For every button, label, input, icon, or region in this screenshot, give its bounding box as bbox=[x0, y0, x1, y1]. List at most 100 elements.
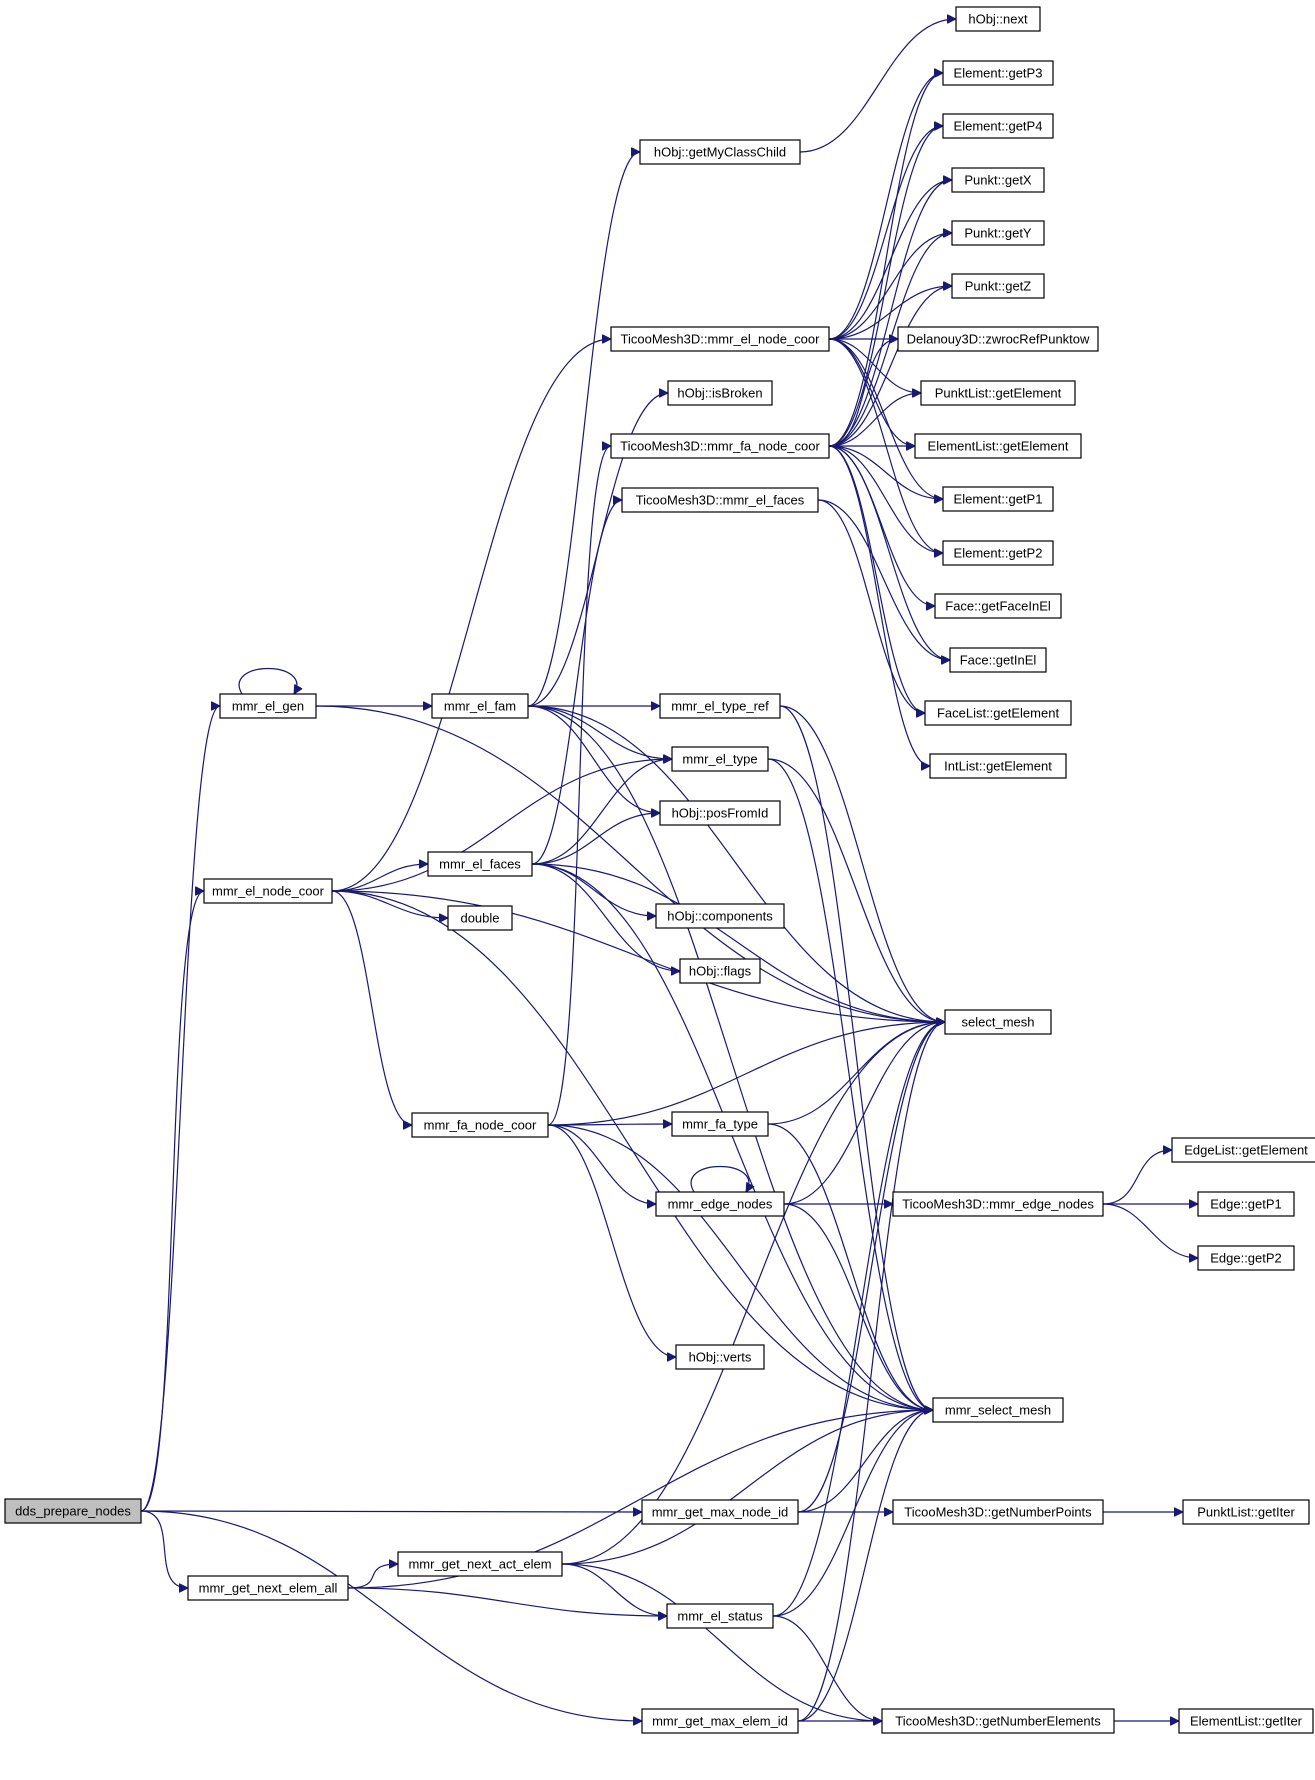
function-node-edge-getp2[interactable]: Edge::getP2 bbox=[1197, 1245, 1295, 1271]
function-node-label: Face::getInEl bbox=[960, 653, 1037, 668]
function-node-label: mmr_fa_type bbox=[682, 1117, 758, 1132]
function-node-face-getfaceinel[interactable]: Face::getFaceInEl bbox=[934, 593, 1062, 619]
call-edge-mmr-fa-type-to-mmr-select-mesh bbox=[767, 1123, 933, 1410]
function-node-mmr-el-status[interactable]: mmr_el_status bbox=[666, 1603, 774, 1629]
function-node-box bbox=[942, 113, 1054, 139]
function-node-face-getinel[interactable]: Face::getInEl bbox=[949, 647, 1047, 673]
function-node-label: mmr_el_node_coor bbox=[212, 884, 325, 899]
function-node-label: ElementList::getElement bbox=[928, 439, 1069, 454]
call-edge-mmr-el-node-coor-to-t-mmr-el-node-coor bbox=[331, 339, 611, 892]
function-node-element-getp1[interactable]: Element::getP1 bbox=[942, 486, 1054, 512]
function-node-label: Edge::getP1 bbox=[1210, 1197, 1282, 1212]
function-node-double[interactable]: double bbox=[447, 905, 513, 931]
function-node-facelist-getelement[interactable]: FaceList::getElement bbox=[924, 700, 1072, 726]
call-edge-t-mmr-el-node-coor-to-element-getp4 bbox=[828, 126, 943, 340]
function-node-mmr-el-faces[interactable]: mmr_el_faces bbox=[427, 851, 533, 877]
call-edge-mmr-el-type-to-select-mesh bbox=[767, 758, 945, 1022]
call-edge-mmr-el-gen-to-mmr-el-gen bbox=[238, 667, 297, 695]
call-edge-t-mmr-edge-nodes-to-edgelist-getelement bbox=[1102, 1150, 1172, 1205]
function-node-box bbox=[641, 1499, 799, 1525]
function-node-mmr-select-mesh[interactable]: mmr_select_mesh bbox=[932, 1397, 1064, 1423]
function-node-hobj-next[interactable]: hObj::next bbox=[955, 6, 1041, 32]
function-node-dds-prepare-nodes[interactable]: dds_prepare_nodes bbox=[4, 1498, 142, 1524]
function-node-box bbox=[667, 380, 773, 406]
function-node-label: mmr_el_fam bbox=[444, 699, 516, 714]
call-edge-mmr-el-node-coor-to-mmr-el-faces bbox=[331, 864, 428, 892]
function-node-mmr-get-max-elem-id[interactable]: mmr_get_max_elem_id bbox=[641, 1708, 799, 1734]
function-node-element-getp3[interactable]: Element::getP3 bbox=[942, 60, 1054, 86]
function-node-t-mmr-el-faces[interactable]: TicooMesh3D::mmr_el_faces bbox=[621, 487, 819, 513]
function-node-box bbox=[219, 693, 317, 719]
function-node-mmr-get-max-node-id[interactable]: mmr_get_max_node_id bbox=[641, 1499, 799, 1525]
function-node-hobj-getmyclasschild[interactable]: hObj::getMyClassChild bbox=[639, 139, 801, 165]
call-edge-mmr-el-node-coor-to-mmr-el-type bbox=[331, 759, 672, 892]
call-edge-mmr-get-max-elem-id-to-mmr-select-mesh bbox=[797, 1410, 933, 1722]
function-node-box bbox=[942, 486, 1054, 512]
function-node-hobj-isbroken[interactable]: hObj::isBroken bbox=[667, 380, 773, 406]
function-node-mmr-edge-nodes[interactable]: mmr_edge_nodes bbox=[655, 1191, 785, 1217]
function-node-hobj-flags[interactable]: hObj::flags bbox=[679, 958, 761, 984]
function-node-mmr-el-type-ref[interactable]: mmr_el_type_ref bbox=[659, 693, 781, 719]
function-node-label: hObj::isBroken bbox=[677, 386, 762, 401]
function-node-mmr-el-fam[interactable]: mmr_el_fam bbox=[431, 693, 529, 719]
call-edge-mmr-el-faces-to-hobj-components bbox=[531, 863, 656, 916]
function-node-box bbox=[641, 1708, 799, 1734]
function-node-mmr-el-node-coor[interactable]: mmr_el_node_coor bbox=[203, 878, 333, 904]
function-node-label: hObj::next bbox=[968, 12, 1028, 27]
call-edge-mmr-get-max-elem-id-to-select-mesh bbox=[797, 1022, 945, 1722]
function-node-box bbox=[679, 958, 761, 984]
function-node-box bbox=[621, 487, 819, 513]
function-node-mmr-get-next-elem-all[interactable]: mmr_get_next_elem_all bbox=[187, 1575, 349, 1601]
function-node-select-mesh[interactable]: select_mesh bbox=[944, 1009, 1052, 1035]
function-node-delanouy3d-zwrocrefpunktow[interactable]: Delanouy3D::zwrocRefPunktow bbox=[897, 326, 1099, 352]
function-node-label: Face::getFaceInEl bbox=[945, 599, 1051, 614]
call-edge-mmr-get-next-act-elem-to-select-mesh bbox=[561, 1022, 945, 1565]
call-edge-t-mmr-el-faces-to-face-getinel bbox=[817, 499, 950, 660]
function-node-mmr-fa-type[interactable]: mmr_fa_type bbox=[671, 1111, 769, 1137]
function-node-punktlist-getiter[interactable]: PunktList::getIter bbox=[1182, 1499, 1310, 1525]
function-node-label: mmr_edge_nodes bbox=[668, 1197, 773, 1212]
function-node-t-mmr-fa-node-coor[interactable]: TicooMesh3D::mmr_fa_node_coor bbox=[610, 433, 830, 459]
function-node-hobj-posfromid[interactable]: hObj::posFromId bbox=[659, 800, 781, 826]
function-node-punkt-getx[interactable]: Punkt::getX bbox=[951, 167, 1045, 193]
function-node-element-getp2[interactable]: Element::getP2 bbox=[942, 540, 1054, 566]
function-node-mmr-el-gen[interactable]: mmr_el_gen bbox=[219, 693, 317, 719]
function-node-punkt-gety[interactable]: Punkt::getY bbox=[951, 220, 1045, 246]
function-node-hobj-components[interactable]: hObj::components bbox=[655, 903, 785, 929]
function-node-box bbox=[427, 851, 533, 877]
function-node-hobj-verts[interactable]: hObj::verts bbox=[675, 1344, 765, 1370]
function-node-t-mmr-el-node-coor[interactable]: TicooMesh3D::mmr_el_node_coor bbox=[610, 326, 830, 352]
function-node-punktlist-getelement[interactable]: PunktList::getElement bbox=[920, 380, 1076, 406]
call-edge-mmr-el-faces-to-mmr-el-type bbox=[531, 759, 672, 865]
function-node-box bbox=[951, 167, 1045, 193]
function-node-box bbox=[1197, 1191, 1295, 1217]
function-node-elementlist-getiter[interactable]: ElementList::getIter bbox=[1178, 1708, 1314, 1734]
function-node-edge-getp1[interactable]: Edge::getP1 bbox=[1197, 1191, 1295, 1217]
function-node-label: mmr_el_type_ref bbox=[671, 699, 769, 714]
call-edge-mmr-edge-nodes-to-select-mesh bbox=[783, 1022, 945, 1205]
function-node-punkt-getz[interactable]: Punkt::getZ bbox=[951, 273, 1045, 299]
function-node-edgelist-getelement[interactable]: EdgeList::getElement bbox=[1171, 1137, 1315, 1163]
function-node-mmr-get-next-act-elem[interactable]: mmr_get_next_act_elem bbox=[397, 1551, 563, 1577]
function-node-label: IntList::getElement bbox=[944, 759, 1052, 774]
function-node-elementlist-getelement[interactable]: ElementList::getElement bbox=[914, 433, 1082, 459]
function-node-box bbox=[666, 1603, 774, 1629]
call-edge-mmr-el-faces-to-mmr-select-mesh bbox=[531, 863, 933, 1410]
call-edge-mmr-el-fam-to-hobj-posfromid bbox=[527, 705, 660, 813]
call-edge-t-mmr-el-node-coor-to-punkt-gety bbox=[828, 233, 952, 340]
call-edge-t-mmr-fa-node-coor-to-punkt-getx bbox=[828, 180, 952, 447]
function-node-box bbox=[1178, 1708, 1314, 1734]
call-edge-mmr-get-next-act-elem-to-t-getnumberelements bbox=[561, 1563, 882, 1721]
function-node-mmr-el-type[interactable]: mmr_el_type bbox=[671, 746, 769, 772]
function-node-t-mmr-edge-nodes[interactable]: TicooMesh3D::mmr_edge_nodes bbox=[892, 1191, 1104, 1217]
function-node-t-getnumberpoints[interactable]: TicooMesh3D::getNumberPoints bbox=[892, 1499, 1104, 1525]
function-node-label: double bbox=[460, 911, 499, 926]
call-edge-mmr-el-fam-to-mmr-select-mesh bbox=[527, 705, 933, 1410]
function-node-mmr-fa-node-coor[interactable]: mmr_fa_node_coor bbox=[411, 1112, 549, 1138]
function-node-box bbox=[671, 1111, 769, 1137]
function-node-t-getnumberelements[interactable]: TicooMesh3D::getNumberElements bbox=[881, 1708, 1115, 1734]
call-edge-mmr-el-node-coor-to-mmr-fa-node-coor bbox=[331, 890, 413, 1125]
function-node-element-getp4[interactable]: Element::getP4 bbox=[942, 113, 1054, 139]
function-node-intlist-getelement[interactable]: IntList::getElement bbox=[929, 753, 1067, 779]
